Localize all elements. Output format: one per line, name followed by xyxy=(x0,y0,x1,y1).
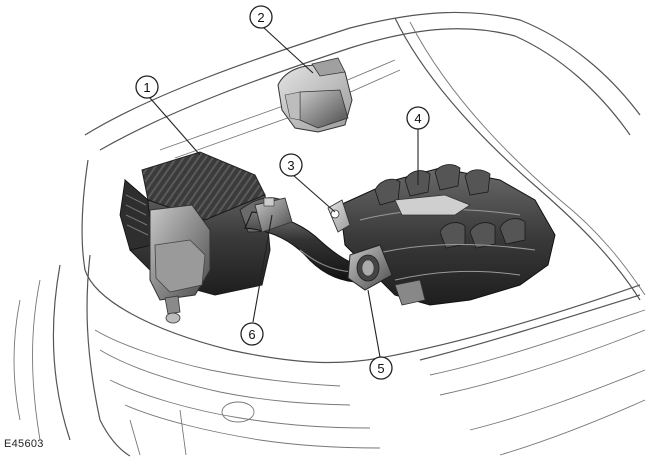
vehicle-body-outline xyxy=(13,11,646,457)
callout-2: 2 xyxy=(249,5,273,29)
callout-1: 1 xyxy=(135,75,159,99)
callout-5: 5 xyxy=(369,356,393,380)
callout-6: 6 xyxy=(240,322,264,346)
callout-4: 4 xyxy=(406,106,430,130)
callout-1-label: 1 xyxy=(143,80,150,95)
intake-manifold xyxy=(327,164,556,306)
intake-duct-hose xyxy=(244,197,366,283)
callout-3-label: 3 xyxy=(287,158,294,173)
callout-6-label: 6 xyxy=(248,327,255,342)
callout-5-label: 5 xyxy=(377,361,384,376)
leader-lines xyxy=(149,26,419,358)
callout-4-label: 4 xyxy=(414,111,421,126)
callout-2-label: 2 xyxy=(257,10,264,25)
callout-3: 3 xyxy=(279,153,303,177)
figure-reference-code: E45603 xyxy=(4,438,44,450)
air-cleaner-assembly xyxy=(119,151,291,324)
upper-air-intake-duct xyxy=(277,57,353,133)
